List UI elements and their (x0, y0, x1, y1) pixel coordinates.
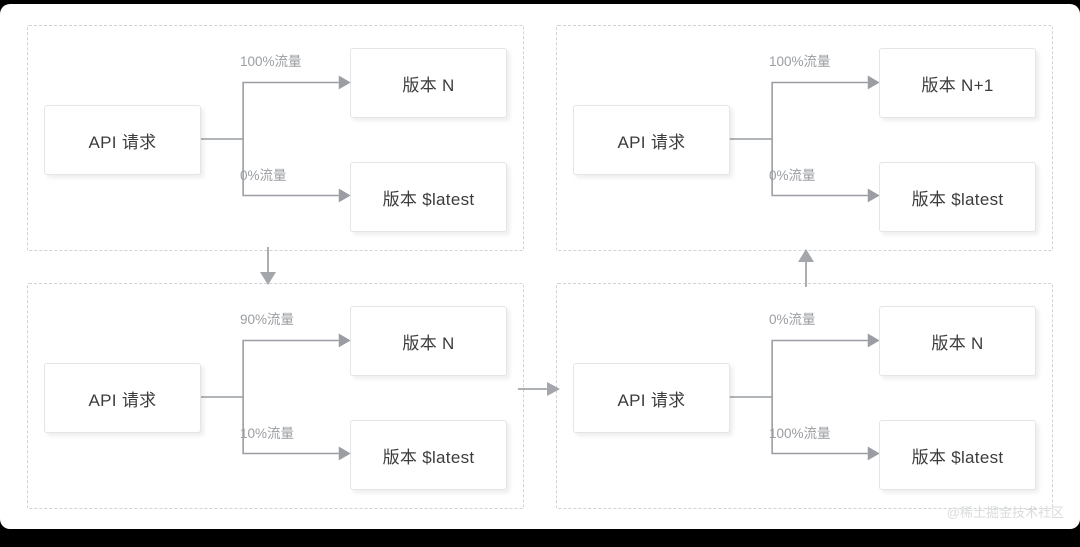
target-node-upper[interactable]: 版本 N+1 (879, 48, 1036, 118)
source-node-api-request[interactable]: API 请求 (573, 105, 730, 175)
branch-label-upper: 100%流量 (240, 54, 302, 69)
target-node-lower[interactable]: 版本 $latest (350, 162, 507, 232)
branch-label-lower: 0%流量 (769, 168, 816, 183)
branch-label-lower: 0%流量 (240, 168, 287, 183)
branch-label-lower: 100%流量 (769, 426, 831, 441)
target-node-upper[interactable]: 版本 N (350, 48, 507, 118)
stage-panel-1: API 请求 100%流量 0%流量 版本 N 版本 $latest (27, 25, 524, 251)
target-node-lower[interactable]: 版本 $latest (879, 420, 1036, 490)
source-node-api-request[interactable]: API 请求 (44, 363, 201, 433)
watermark-text: @稀土掘金技术社区 (946, 505, 1064, 520)
diagram-canvas: API 请求 100%流量 0%流量 版本 N 版本 $latest API 请… (0, 4, 1080, 529)
target-node-upper[interactable]: 版本 N (350, 306, 507, 376)
target-node-lower[interactable]: 版本 $latest (879, 162, 1036, 232)
branch-label-upper: 90%流量 (240, 312, 295, 327)
arrow-up-icon (798, 249, 814, 287)
branch-label-upper: 0%流量 (769, 312, 816, 327)
source-node-api-request[interactable]: API 请求 (44, 105, 201, 175)
source-node-api-request[interactable]: API 请求 (573, 363, 730, 433)
branch-label-lower: 10%流量 (240, 426, 295, 441)
stage-panel-2: API 请求 90%流量 10%流量 版本 N 版本 $latest (27, 283, 524, 509)
arrow-right-icon (518, 382, 560, 396)
stage-panel-4: API 请求 100%流量 0%流量 版本 N+1 版本 $latest (556, 25, 1053, 251)
stage-panel-3: API 请求 0%流量 100%流量 版本 N 版本 $latest (556, 283, 1053, 509)
target-node-upper[interactable]: 版本 N (879, 306, 1036, 376)
branch-label-upper: 100%流量 (769, 54, 831, 69)
target-node-lower[interactable]: 版本 $latest (350, 420, 507, 490)
arrow-down-icon (260, 247, 276, 285)
